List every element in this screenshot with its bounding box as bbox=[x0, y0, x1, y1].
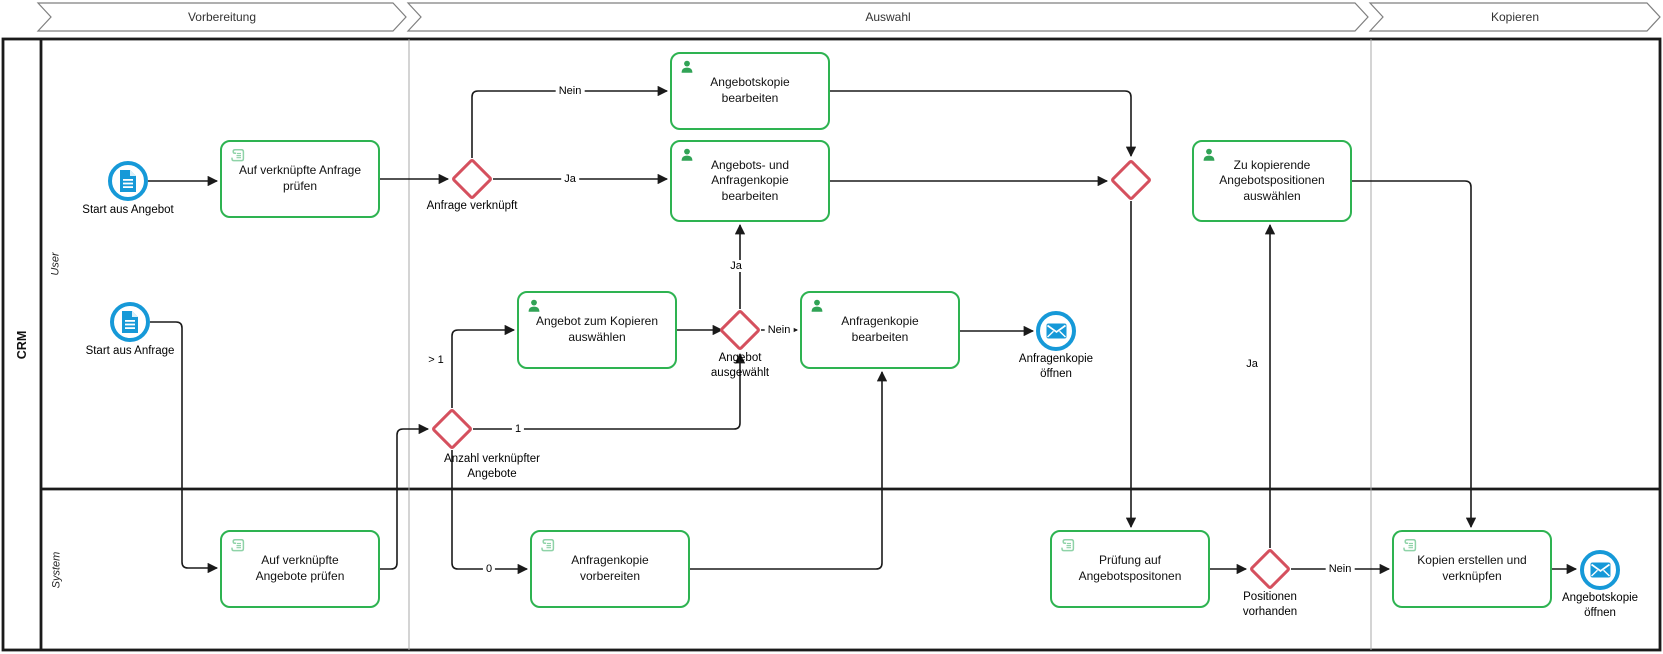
event-label: Start aus Angebot bbox=[82, 204, 174, 216]
gateway-label: Anfrage verknüpft bbox=[426, 200, 518, 212]
task-auf-verknuepfte-anfrage-pruefen[interactable]: Auf verknüpfte Anfrage prüfen bbox=[220, 140, 380, 218]
flow-label-nein: Nein bbox=[764, 324, 794, 336]
document-icon bbox=[120, 170, 136, 192]
task-zu-kopierende-angebotspositionen-auswaehlen[interactable]: Zu kopierende Angebotspositionen auswähl… bbox=[1192, 140, 1352, 222]
envelope-icon bbox=[1046, 323, 1066, 339]
flow-label-ja: Ja bbox=[727, 260, 745, 272]
start-event-anfrage[interactable] bbox=[110, 302, 150, 342]
end-event-anfragenkopie-oeffnen[interactable] bbox=[1036, 311, 1076, 351]
flow-label-ja: Ja bbox=[561, 173, 579, 185]
gateway-label: Angebot ausgewählt bbox=[710, 352, 770, 379]
user-icon bbox=[681, 60, 693, 73]
event-label: Anfragenkopie öffnen bbox=[1018, 353, 1094, 380]
task-label: Auf verknüpfte Angebote prüfen bbox=[255, 553, 345, 583]
phase-vorbereitung: Vorbereitung bbox=[187, 10, 257, 24]
flow-label-groesser-1: > 1 bbox=[425, 354, 447, 366]
task-kopien-erstellen-und-verknuepfen[interactable]: Kopien erstellen und verknüpfen bbox=[1392, 530, 1552, 608]
sequence-flow bbox=[471, 85, 669, 158]
task-label: Zu kopierende Angebotspositionen auswähl… bbox=[1219, 157, 1325, 203]
phase-kopieren: Kopieren bbox=[1490, 10, 1540, 24]
script-icon bbox=[231, 539, 245, 552]
task-anfragenkopie-vorbereiten[interactable]: Anfragenkopie vorbereiten bbox=[530, 530, 690, 608]
task-label: Anfragenkopie vorbereiten bbox=[571, 553, 649, 583]
document-icon bbox=[122, 311, 138, 333]
task-label: Angebots- und Anfragenkopie bearbeiten bbox=[710, 157, 790, 203]
phase-auswahl: Auswahl bbox=[865, 10, 911, 24]
phase-chevron bbox=[36, 2, 407, 32]
flow-label-nein: Nein bbox=[1325, 563, 1355, 575]
task-pruefung-auf-angebotspositonen[interactable]: Prüfung auf Angebotspositonen bbox=[1050, 530, 1210, 608]
user-icon bbox=[811, 299, 823, 312]
pool-label-crm: CRM bbox=[15, 330, 29, 359]
sequence-flow bbox=[451, 450, 529, 575]
end-event-angebotskopie-oeffnen[interactable] bbox=[1580, 550, 1620, 590]
sequence-flow bbox=[150, 321, 219, 574]
gateway-label: Anzahl verknüpfter Angebote bbox=[444, 453, 540, 480]
sequence-flow bbox=[380, 423, 430, 570]
task-angebots-und-anfragenkopie-bearbeiten[interactable]: Angebots- und Anfragenkopie bearbeiten bbox=[670, 140, 830, 222]
pool-frame bbox=[1, 37, 1662, 652]
gateway-label: Positionen vorhanden bbox=[1242, 591, 1298, 618]
sequence-flow bbox=[1352, 180, 1477, 529]
flow-label-nein: Nein bbox=[555, 85, 585, 97]
task-angebot-zum-kopieren-auswaehlen[interactable]: Angebot zum Kopieren auswählen bbox=[517, 291, 677, 369]
task-label: Prüfung auf Angebotspositonen bbox=[1078, 553, 1182, 583]
task-auf-verknuepfte-angebote-pruefen[interactable]: Auf verknüpfte Angebote prüfen bbox=[220, 530, 380, 608]
envelope-icon bbox=[1590, 562, 1610, 578]
task-anfragenkopie-bearbeiten[interactable]: Anfragenkopie bearbeiten bbox=[800, 291, 960, 369]
script-icon bbox=[1403, 539, 1417, 552]
lane-label-user: User bbox=[49, 252, 62, 276]
flow-label-0: 0 bbox=[482, 563, 496, 575]
task-label: Kopien erstellen und verknüpfen bbox=[1417, 553, 1527, 583]
task-label: Auf verknüpfte Anfrage prüfen bbox=[238, 163, 362, 193]
script-icon bbox=[1061, 539, 1075, 552]
phase-chevron bbox=[1368, 2, 1661, 32]
user-icon bbox=[528, 299, 540, 312]
start-event-angebot[interactable] bbox=[108, 161, 148, 201]
task-label: Angebotskopie bearbeiten bbox=[710, 75, 790, 105]
user-icon bbox=[1203, 148, 1215, 161]
script-icon bbox=[231, 149, 245, 162]
task-angebotskopie-bearbeiten[interactable]: Angebotskopie bearbeiten bbox=[670, 52, 830, 130]
phase-band bbox=[36, 2, 1661, 32]
script-icon bbox=[541, 539, 555, 552]
task-label: Anfragenkopie bearbeiten bbox=[841, 314, 919, 344]
phase-divider bbox=[408, 39, 1372, 650]
flow-label-1: 1 bbox=[511, 423, 525, 435]
user-icon bbox=[681, 148, 693, 161]
event-label: Angebotskopie öffnen bbox=[1561, 592, 1639, 619]
event-label: Start aus Anfrage bbox=[85, 345, 175, 357]
lane-label-system: System bbox=[50, 551, 62, 588]
sequence-flow bbox=[690, 370, 888, 570]
sequence-flow bbox=[451, 324, 516, 408]
sequence-flow bbox=[830, 90, 1137, 158]
sequence-flow bbox=[473, 352, 746, 430]
phase-chevron bbox=[406, 2, 1369, 32]
sequence-flows bbox=[148, 85, 1578, 575]
flow-label-ja: Ja bbox=[1243, 358, 1261, 370]
task-label: Angebot zum Kopieren auswählen bbox=[535, 314, 659, 344]
